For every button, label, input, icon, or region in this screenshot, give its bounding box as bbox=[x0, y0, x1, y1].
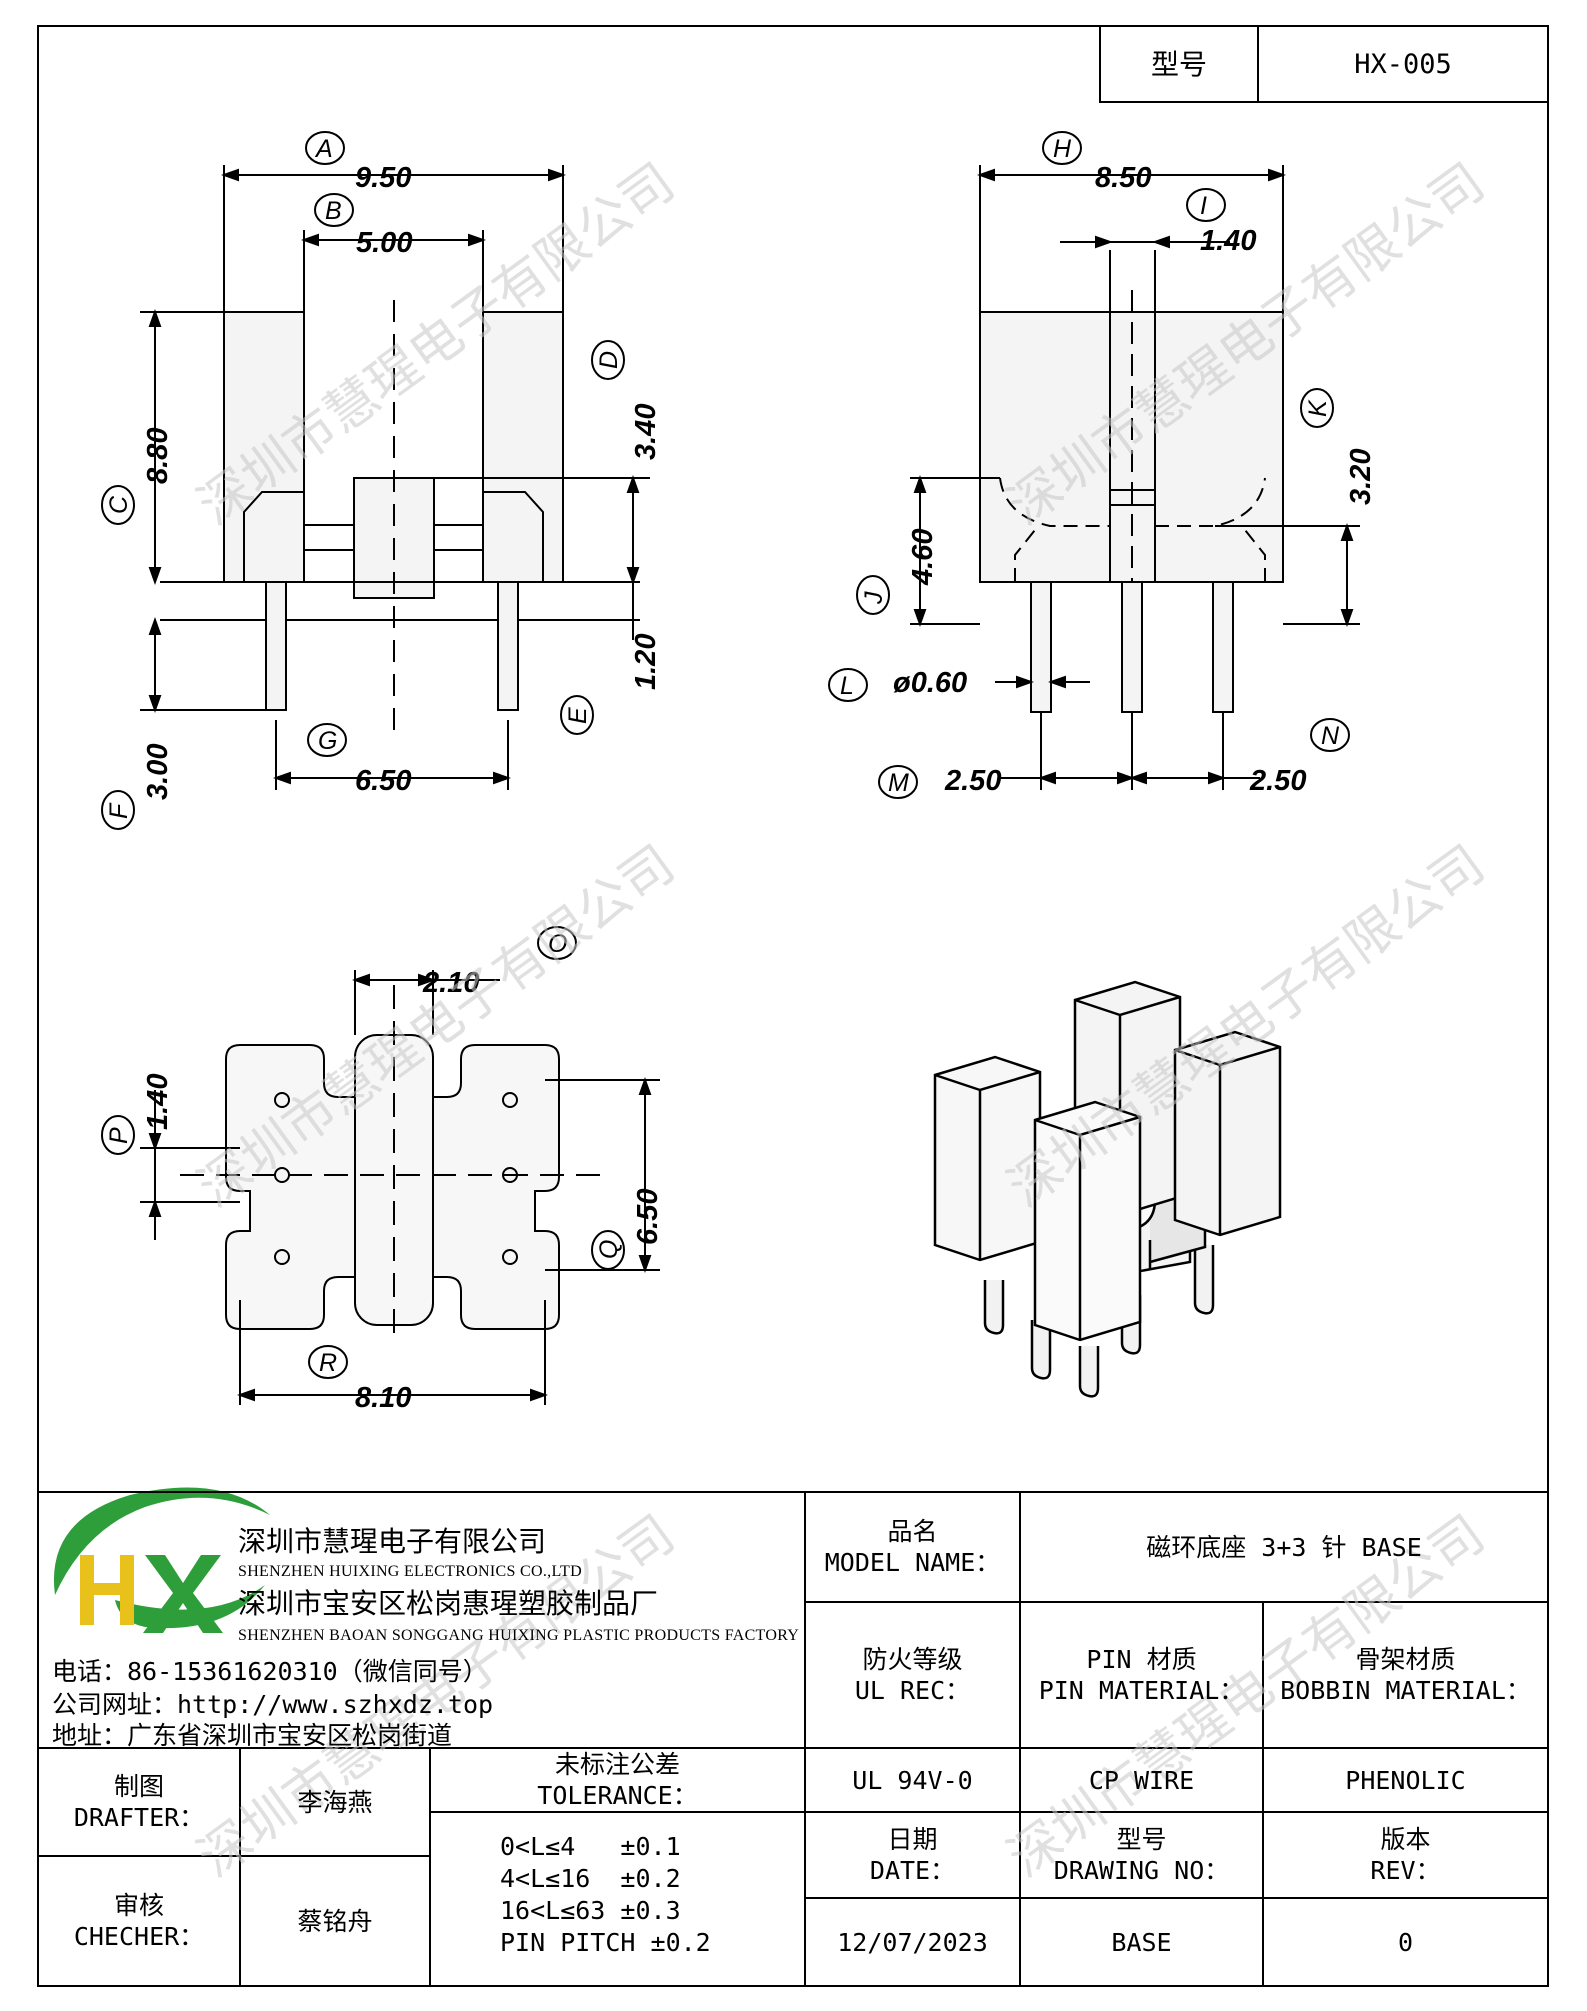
date-value: 12/07/2023 bbox=[837, 1927, 988, 1957]
model-name-value: 磁环底座 3+3 针 BASE bbox=[1146, 1532, 1422, 1562]
circled-labels: A B C D E F G H I J K L M N O P Q R bbox=[101, 131, 1350, 1379]
label-M: M bbox=[878, 765, 918, 799]
checker-label: 审核 CHECHER： bbox=[73, 1891, 205, 1951]
dim-N: 2.50 bbox=[1249, 765, 1306, 797]
dim-H: 8.50 bbox=[1095, 162, 1151, 194]
bobbin-material-label: 骨架材质 BOBBIN MATERIAL： bbox=[1280, 1645, 1531, 1705]
label-J: J bbox=[856, 575, 890, 615]
drawing-no-value: BASE bbox=[1111, 1927, 1172, 1957]
bobbin-material-value: PHENOLIC bbox=[1345, 1765, 1466, 1795]
rev-value: 0 bbox=[1397, 1927, 1414, 1957]
tolerance-line: 4<L≤16 ±0.2 bbox=[500, 1864, 681, 1893]
svg-text:C: C bbox=[105, 495, 133, 514]
factory-name-en: SHENZHEN BAOAN SONGGANG HUIXING PLASTIC … bbox=[238, 1627, 800, 1644]
dim-B: 5.00 bbox=[356, 227, 412, 259]
svg-text:G: G bbox=[318, 727, 337, 755]
label-D: D bbox=[591, 340, 625, 380]
dim-E: 1.20 bbox=[630, 634, 662, 690]
label-H: H bbox=[1042, 131, 1082, 165]
dim-G: 6.50 bbox=[355, 765, 411, 797]
model-name-label: 品名 MODEL NAME： bbox=[824, 1517, 1001, 1577]
company-name-en: SHENZHEN HUIXING ELECTRONICS CO.,LTD bbox=[238, 1563, 582, 1580]
ul-rec-value: UL 94V-0 bbox=[852, 1765, 973, 1795]
phone: 电话：86-15361620310（微信同号） bbox=[52, 1657, 488, 1686]
dim-P: 1.40 bbox=[142, 1074, 174, 1130]
svg-text:A: A bbox=[314, 135, 333, 163]
label-C: C bbox=[101, 485, 135, 525]
model-header-box bbox=[1099, 25, 1549, 103]
svg-text:Q: Q bbox=[595, 1240, 623, 1259]
front-view bbox=[140, 165, 650, 790]
sheet-frame bbox=[37, 25, 1549, 1987]
label-B: B bbox=[314, 193, 354, 227]
dim-K: 3.20 bbox=[1345, 449, 1377, 505]
label-F: F bbox=[101, 790, 135, 830]
svg-text:D: D bbox=[595, 351, 623, 369]
date-label: 日期 DATE： bbox=[869, 1825, 956, 1885]
svg-text:M: M bbox=[888, 769, 909, 797]
drafter-label: 制图 DRAFTER： bbox=[73, 1772, 205, 1832]
factory-name: 深圳市宝安区松岗惠瑆塑胶制品厂 bbox=[238, 1587, 659, 1620]
dim-L: ø0.60 bbox=[893, 667, 967, 699]
label-O: O bbox=[537, 926, 577, 960]
svg-text:N: N bbox=[1321, 722, 1340, 750]
title-block-grid bbox=[38, 1491, 1548, 1986]
svg-text:K: K bbox=[1304, 399, 1332, 417]
label-P: P bbox=[101, 1115, 135, 1155]
pin-material-value: CP WIRE bbox=[1088, 1765, 1195, 1795]
dim-Q: 6.50 bbox=[632, 1189, 664, 1245]
dim-D: 3.40 bbox=[630, 404, 662, 460]
svg-text:I: I bbox=[1200, 192, 1207, 220]
label-K: K bbox=[1300, 388, 1334, 428]
label-R: R bbox=[308, 1345, 348, 1379]
model-label: 型号 bbox=[1150, 47, 1207, 81]
dim-I: 1.40 bbox=[1200, 225, 1256, 257]
svg-text:R: R bbox=[319, 1349, 337, 1377]
tolerance-line: 0<L≤4 ±0.1 bbox=[500, 1832, 681, 1861]
drawing-no-label: 型号 DRAWING NO： bbox=[1053, 1825, 1230, 1885]
rev-label: 版本 REV： bbox=[1370, 1825, 1441, 1885]
label-N: N bbox=[1310, 718, 1350, 752]
company-logo bbox=[53, 1487, 270, 1633]
tolerance-title: 未标注公差 TOLERANCE： bbox=[537, 1750, 698, 1810]
label-I: I bbox=[1186, 188, 1226, 222]
svg-text:O: O bbox=[548, 930, 567, 958]
svg-text:E: E bbox=[564, 707, 592, 724]
tolerance-line: 16<L≤63 ±0.3 bbox=[500, 1896, 681, 1925]
label-Q: Q bbox=[591, 1230, 625, 1270]
svg-text:B: B bbox=[325, 197, 342, 225]
svg-text:J: J bbox=[860, 591, 888, 605]
label-E: E bbox=[560, 695, 594, 735]
dim-O: 2.10 bbox=[422, 967, 479, 999]
svg-text:P: P bbox=[105, 1127, 133, 1144]
ul-rec-label: 防火等级 UL REC： bbox=[854, 1645, 971, 1705]
dim-M: 2.50 bbox=[944, 765, 1001, 797]
tolerance-line: PIN PITCH ±0.2 bbox=[500, 1928, 711, 1957]
svg-text:L: L bbox=[840, 672, 854, 700]
dim-A: 9.50 bbox=[355, 162, 411, 194]
drafter-name: 李海燕 bbox=[297, 1787, 373, 1817]
dim-F: 3.00 bbox=[142, 744, 174, 800]
bottom-view bbox=[140, 970, 660, 1405]
svg-text:H: H bbox=[1053, 135, 1072, 163]
dimension-labels: 9.50 5.00 6.50 8.50 1.40 ø0.60 2.50 2.50… bbox=[142, 162, 1377, 1414]
pin-material-label: PIN 材质 PIN MATERIAL： bbox=[1038, 1645, 1245, 1705]
label-G: G bbox=[307, 723, 347, 757]
label-L: L bbox=[828, 668, 868, 702]
company-name: 深圳市慧瑆电子有限公司 bbox=[238, 1525, 547, 1558]
svg-text:F: F bbox=[105, 802, 133, 819]
dim-J: 4.60 bbox=[907, 529, 939, 586]
checker-name: 蔡铭舟 bbox=[297, 1906, 373, 1936]
isometric-view bbox=[933, 980, 1282, 1398]
website: 公司网址：http://www.szhxdz.top bbox=[52, 1690, 494, 1719]
dim-C: 8.80 bbox=[142, 428, 174, 484]
label-A: A bbox=[305, 131, 345, 165]
dim-R: 8.10 bbox=[355, 1382, 411, 1414]
side-view bbox=[910, 165, 1360, 790]
model-number: HX-005 bbox=[1354, 48, 1452, 80]
address: 地址：广东省深圳市宝安区松岗街道 bbox=[52, 1721, 453, 1750]
